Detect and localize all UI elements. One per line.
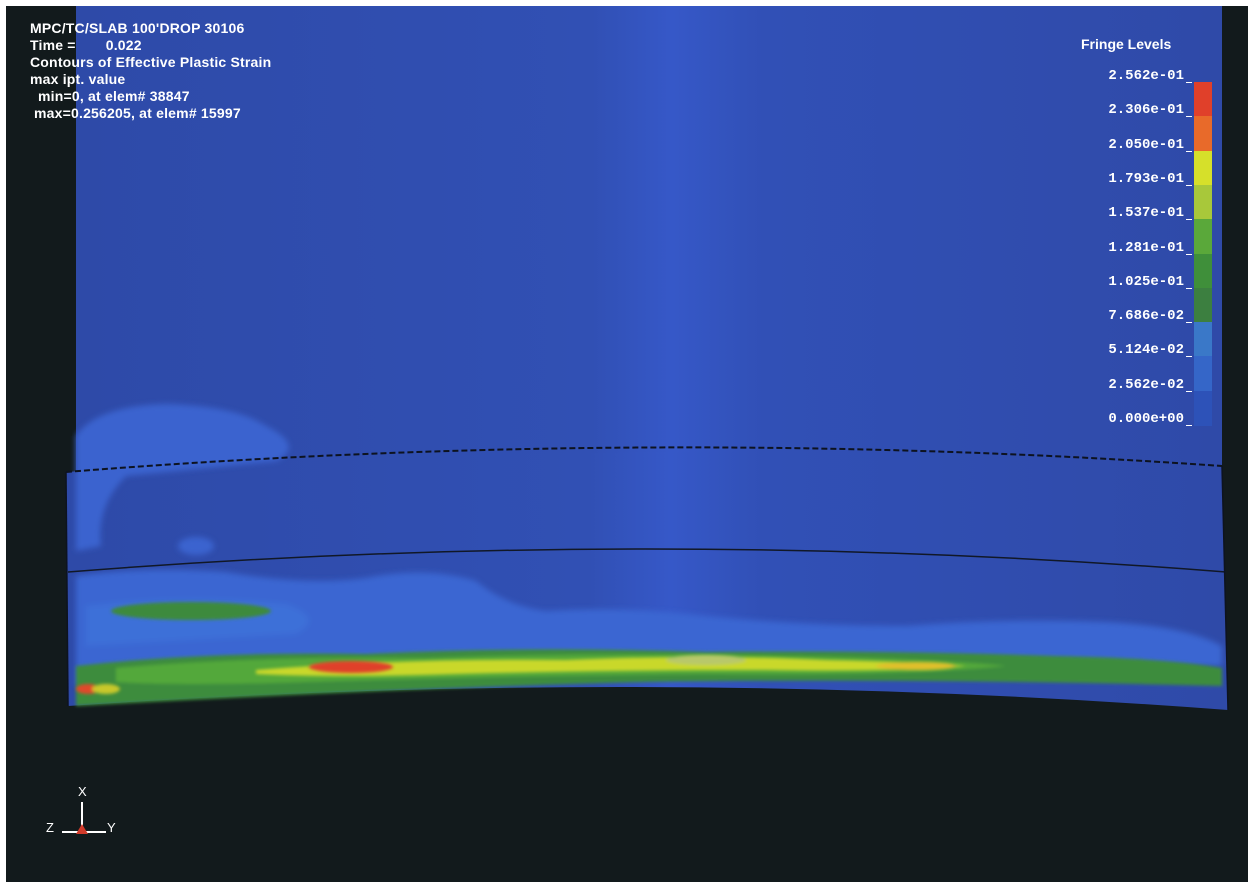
- fringe-level-label: 7.686e-02: [1108, 308, 1184, 325]
- strain-peak-red: [76, 661, 393, 694]
- time-readout: Time = 0.022: [30, 37, 142, 54]
- fringe-level-label: 2.562e-02: [1108, 376, 1184, 393]
- axis-x-label: X: [78, 784, 87, 799]
- graphics-viewport[interactable]: MPC/TC/SLAB 100'DROP 30106 Time = 0.022 C…: [6, 6, 1248, 882]
- min-readout: min=0, at elem# 38847: [38, 88, 190, 104]
- fringe-level-tick: [1186, 82, 1192, 83]
- fringe-color-swatch: [1194, 184, 1212, 220]
- left-dark-strip: [6, 6, 72, 436]
- fringe-level-tick: [1186, 253, 1192, 255]
- fringe-color-swatch: [1194, 219, 1212, 255]
- mesh-line-right-edge: [1221, 465, 1229, 711]
- fringe-level-label: 2.562e-01: [1108, 68, 1184, 84]
- fringe-level-label: 1.281e-01: [1108, 239, 1184, 256]
- axis-triad-icon: [62, 802, 106, 834]
- axis-y-label: Y: [107, 820, 116, 835]
- fringe-level-tick: [1186, 116, 1192, 118]
- fringe-color-swatch: [1194, 287, 1212, 323]
- upper-model-body: [76, 6, 1222, 476]
- fringe-color-swatch: [1194, 82, 1212, 117]
- fringe-color-swatch: [1194, 150, 1212, 186]
- fringe-level-label: 2.050e-01: [1108, 136, 1184, 153]
- mesh-line-middle: [67, 548, 1227, 573]
- model-view[interactable]: [6, 6, 1248, 882]
- fringe-color-swatch: [1194, 322, 1212, 358]
- time-value: 0.022: [105, 37, 142, 53]
- contour-label: Contours of Effective Plastic Strain: [30, 54, 272, 70]
- fringe-level-label: 0.000e+00: [1108, 411, 1184, 427]
- fringe-level-tick: [1186, 322, 1192, 324]
- axis-z-label: Z: [46, 820, 54, 835]
- fringe-level-tick: [1186, 150, 1192, 152]
- fringe-level-tick: [1186, 287, 1192, 289]
- fringe-level-label: 5.124e-02: [1108, 342, 1184, 359]
- fringe-level-tick: [1186, 390, 1192, 392]
- fringe-level-label: 1.793e-01: [1108, 170, 1184, 187]
- fringe-level-label: 1.025e-01: [1108, 273, 1184, 290]
- fringe-level-label: 2.306e-01: [1108, 102, 1184, 119]
- fringe-level-label: 1.537e-01: [1108, 205, 1184, 222]
- fringe-color-swatch: [1194, 116, 1212, 152]
- mesh-line-left-edge: [65, 471, 69, 707]
- fringe-color-swatch: [1194, 390, 1212, 426]
- fringe-level-tick: [1186, 219, 1192, 221]
- fringe-levels-title: Fringe Levels: [1081, 36, 1172, 52]
- strain-band-yellow: [256, 655, 966, 676]
- time-label: Time =: [30, 37, 76, 53]
- value-type: max ipt. value: [30, 71, 126, 87]
- fringe-color-swatch: [1194, 356, 1212, 392]
- max-readout: max=0.256205, at elem# 15997: [34, 105, 241, 121]
- fringe-level-tick: [1186, 425, 1192, 426]
- mesh-line-upper: [65, 446, 1223, 473]
- fringe-color-swatch: [1194, 253, 1212, 289]
- fringe-level-tick: [1186, 184, 1192, 186]
- fringe-level-tick: [1186, 356, 1192, 358]
- model-title: MPC/TC/SLAB 100'DROP 30106: [30, 20, 245, 36]
